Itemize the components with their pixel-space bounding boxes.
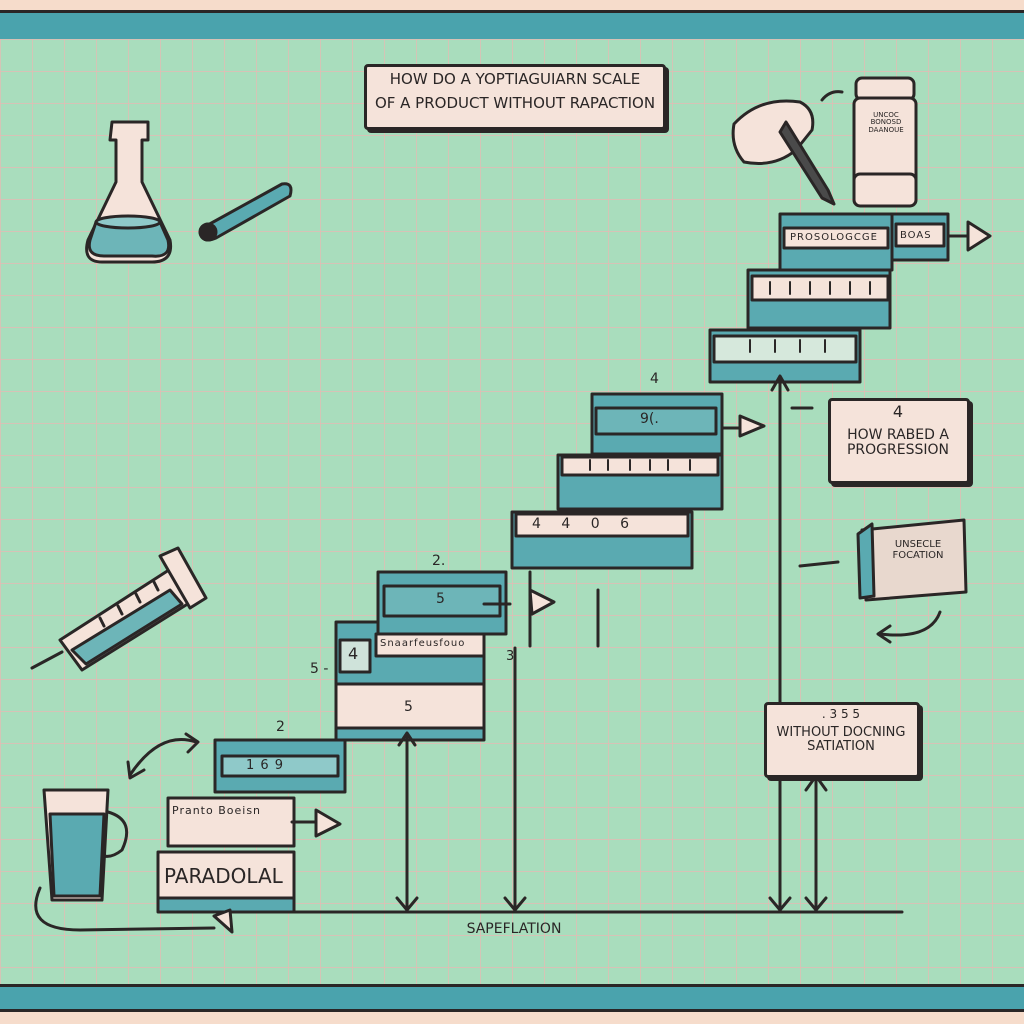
step-3-side-tab: 4 (348, 644, 359, 663)
step-3-header: Snaarfeusfouo (380, 638, 466, 649)
step-4-note: 2. (432, 553, 446, 569)
step-10-tag-face (894, 222, 946, 248)
step-2-face-label: 1 6 9 (246, 758, 285, 773)
step-2-face (220, 754, 340, 778)
book (856, 518, 968, 602)
step-1-top (166, 796, 296, 848)
step-1-face (156, 850, 296, 900)
step-4-face (382, 584, 502, 618)
satisfaction-callout (764, 702, 920, 778)
jar-label: UNCOC BONOSD DAANOUE (868, 111, 904, 134)
step-10-header: PROSOLOGCGE (790, 232, 878, 243)
step-7-note: 4 (650, 371, 659, 387)
step-5-ruler (514, 512, 690, 538)
step-10-header (782, 226, 890, 250)
side-number-2: 3 (506, 649, 515, 664)
book-label: UNSECLE FOCATION (892, 539, 944, 561)
step-6-ruler (560, 455, 720, 477)
hand-with-pen (731, 99, 836, 206)
step-8-ruler (712, 334, 858, 364)
bottom-border (0, 984, 1024, 1012)
step-7-face-label: 9(. (640, 411, 659, 427)
step-5-ruler-label: 4 4 0 6 (532, 516, 637, 532)
title-line-1: HOW DO A YOPTIAGUIARN SCALE (389, 70, 641, 88)
satisfaction-text: WITHOUT DOCNING SATIATION (776, 725, 906, 754)
step-7-face (594, 406, 718, 436)
title-box (364, 64, 666, 130)
step-3-face (334, 682, 486, 730)
test-tube (198, 182, 293, 242)
flask (85, 120, 173, 264)
step-1-face-label: PARADOLAL (164, 864, 283, 888)
step-4-face-label: 5 (436, 591, 445, 607)
step-1-header: Pranto Boeisn (172, 804, 262, 817)
step-3-side-tab (338, 638, 372, 674)
progression-number: 4 (892, 402, 904, 421)
axis-label: SAPEFLATION (466, 921, 562, 937)
progression-text: HOW RABED A PROGRESSION (846, 427, 949, 458)
jar (852, 76, 918, 208)
step-3-note: 5 - (310, 661, 329, 677)
step-3-face-label: 5 (404, 699, 413, 715)
progression-callout (828, 398, 970, 484)
step-10-tag: BOAS (900, 230, 932, 241)
step-2-note: 2 (276, 719, 285, 735)
water-glass (42, 788, 129, 902)
syringe (30, 546, 208, 672)
step-9-ruler (750, 274, 890, 302)
title-line-2: OF A PRODUCT WITHOUT RAPACTION (374, 94, 656, 112)
satisfaction-number: . 3 5 5 (821, 707, 861, 721)
